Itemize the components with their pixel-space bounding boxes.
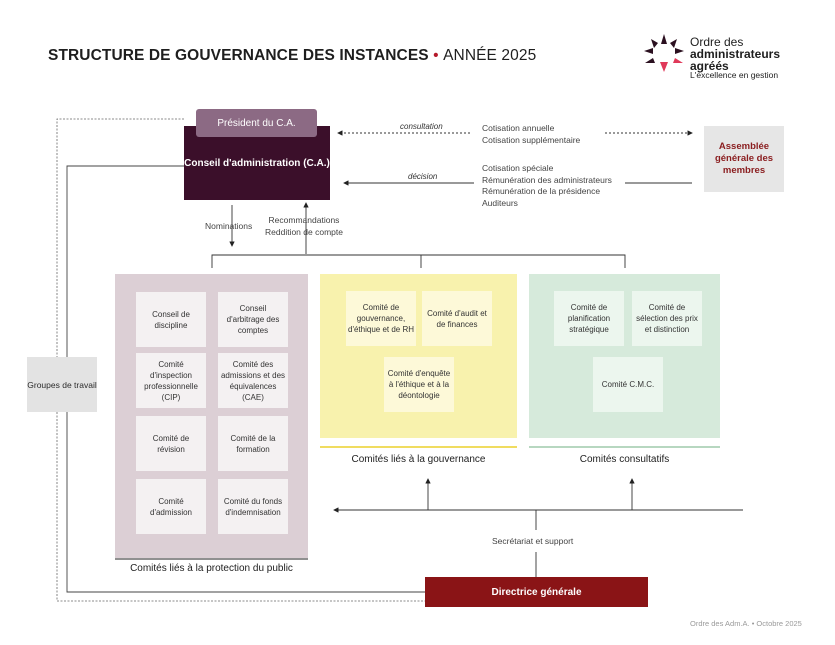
recommendations-line: Recommandations	[268, 215, 340, 225]
committee-label: Comité d'inspection professionnelle (CIP…	[144, 359, 198, 402]
director-label: Directrice générale	[491, 586, 582, 598]
decision-label: décision	[408, 172, 438, 181]
working-groups-label: Groupes de travail	[27, 379, 97, 390]
logo-line-3: agréés	[690, 59, 729, 73]
title-separator: •	[433, 47, 439, 64]
committee-label: Comité C.M.C.	[601, 380, 655, 389]
committee-label: Comité d'enquête à l'éthique et à la déo…	[387, 369, 451, 400]
decision-item: Cotisation spéciale	[482, 163, 554, 173]
working-groups-line	[66, 165, 425, 593]
logo-line-2: administrateurs	[690, 47, 781, 61]
logo-mark-icon	[644, 34, 684, 72]
board-box: Conseil d'administration (C.A.)	[184, 126, 330, 200]
committee-card: Comité de sélection des prix et distinct…	[632, 291, 702, 346]
committee-card: Comité de gouvernance, d'éthique et de R…	[346, 291, 416, 346]
support-label: Secrétariat et support	[492, 536, 574, 546]
decision-list: Cotisation spéciale Rémunération des adm…	[482, 163, 612, 209]
logo-line-1: Ordre des	[690, 35, 744, 49]
committee-card: Conseil d'arbitrage des comptes	[218, 292, 288, 347]
consultative-section-label: Comités consultatifs	[579, 454, 670, 465]
president-box: Président du C.A.	[196, 109, 317, 137]
consultation-list: Cotisation annuelle Cotisation supplémen…	[482, 123, 580, 146]
president-label: Président du C.A.	[217, 117, 296, 129]
recommendations-label: Recommandations Reddition de compte	[265, 215, 343, 238]
consultation-item: Cotisation supplémentaire	[482, 134, 581, 145]
committee-label: Comité d'admission	[150, 496, 192, 517]
committee-card: Conseil de discipline	[136, 292, 206, 347]
recommendations-line: Reddition de compte	[265, 226, 343, 237]
public-section-label: Comités liés à la protection du public	[130, 563, 293, 574]
committee-label: Comité des admissions et des équivalence…	[220, 359, 286, 402]
director-box: Directrice générale	[425, 577, 648, 607]
committee-label: Comité de sélection des prix et distinct…	[636, 303, 698, 334]
committee-card: Comité d'audit et de finances	[422, 291, 492, 346]
committee-card: Comité du fonds d'indemnisation	[218, 479, 288, 534]
governance-section-label: Comités liés à la gouvernance	[351, 454, 486, 465]
panels-bracket	[211, 254, 626, 268]
assembly-box: Assemblée générale des membres	[704, 126, 784, 192]
committee-label: Conseil d'arbitrage des comptes	[226, 304, 280, 335]
committee-card: Comité d'enquête à l'éthique et à la déo…	[384, 357, 454, 412]
footer-note: Ordre des Adm.A. • Octobre 2025	[690, 619, 802, 628]
decision-item: Rémunération de la présidence	[482, 186, 601, 196]
committee-label: Comité de révision	[152, 433, 190, 454]
title-main: STRUCTURE DE GOUVERNANCE DES INSTANCES	[48, 47, 429, 64]
committee-label: Comité de planification stratégique	[567, 303, 611, 334]
decision-item: Auditeurs	[482, 197, 518, 208]
title-year: ANNÉE 2025	[443, 47, 537, 64]
committee-label: Comité d'audit et de finances	[427, 308, 487, 329]
working-groups-box: Groupes de travail	[27, 357, 97, 412]
decision-item: Rémunération des administrateurs	[482, 174, 612, 185]
consultation-label: consultation	[400, 122, 443, 131]
committee-card: Comité d'inspection professionnelle (CIP…	[136, 353, 206, 408]
assembly-label: Assemblée générale des membres	[714, 141, 774, 176]
board-label: Conseil d'administration (C.A.)	[184, 157, 330, 169]
logo-tagline: L'excellence en gestion	[690, 70, 779, 80]
committee-label: Conseil de discipline	[152, 309, 190, 330]
committee-card: Comité de la formation	[218, 416, 288, 471]
committee-label: Comité de la formation	[230, 433, 276, 454]
committee-label: Comité du fonds d'indemnisation	[223, 496, 283, 517]
committee-card: Comité des admissions et des équivalence…	[218, 353, 288, 408]
committee-card: Comité de planification stratégique	[554, 291, 624, 346]
committee-card: Comité C.M.C.	[593, 357, 663, 412]
logo-name: Ordre des administrateurs agréés	[690, 36, 780, 72]
committee-label: Comité de gouvernance, d'éthique et de R…	[348, 303, 415, 334]
consultation-item: Cotisation annuelle	[482, 123, 555, 133]
committee-card: Comité d'admission	[136, 479, 206, 534]
nominations-label: Nominations	[205, 221, 253, 231]
committee-card: Comité de révision	[136, 416, 206, 471]
page-title: STRUCTURE DE GOUVERNANCE DES INSTANCES •…	[48, 47, 536, 65]
